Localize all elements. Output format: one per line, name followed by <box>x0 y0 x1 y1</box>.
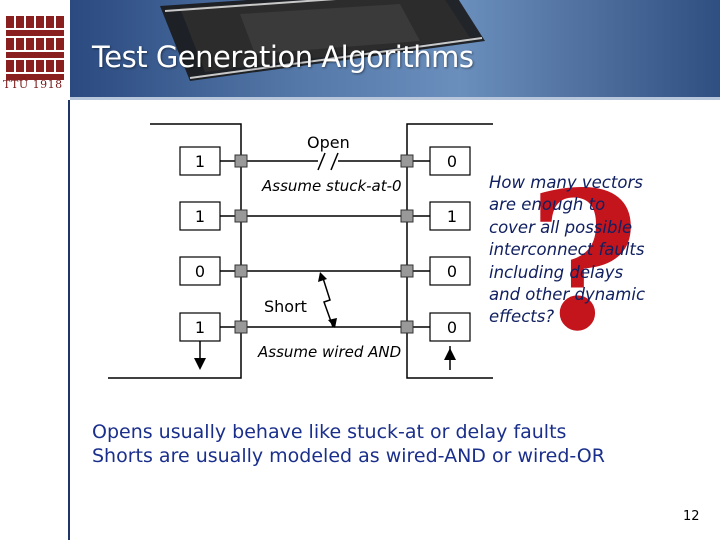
output-box-2 <box>429 201 471 231</box>
output-value-3: 0 <box>447 262 457 281</box>
short-bolt-arrow-tail <box>328 318 337 328</box>
output-value-4: 0 <box>447 318 457 337</box>
summary-line-opens: Opens usually behave like stuck-at or de… <box>92 421 567 443</box>
summary-line-shorts: Shorts are usually modeled as wired-AND … <box>92 445 605 467</box>
right-pad-2 <box>400 209 414 223</box>
short-assumption: Assume wired AND <box>257 343 401 361</box>
question-line: including delays <box>489 262 624 282</box>
right-pad-3 <box>400 264 414 278</box>
left-pad-3 <box>234 264 248 278</box>
open-break-mark <box>330 152 339 171</box>
question-line: are enough to <box>489 195 606 215</box>
left-chip-outline <box>108 123 242 379</box>
output-value-2: 1 <box>447 207 457 226</box>
question-line: How many vectors <box>489 173 643 192</box>
open-label: Open <box>307 133 350 152</box>
question-line: and other dynamic <box>489 285 646 305</box>
right-pad-1 <box>400 154 414 168</box>
sidebar-divider <box>68 100 70 540</box>
input-value-2: 1 <box>195 207 205 226</box>
left-pad-2 <box>234 209 248 223</box>
output-value-1: 0 <box>447 152 457 171</box>
input-value-4: 1 <box>195 318 205 337</box>
university-logo <box>6 16 64 80</box>
input-value-3: 0 <box>195 262 205 281</box>
header-banner <box>70 0 720 100</box>
open-assumption: Assume stuck-at-0 <box>261 177 402 195</box>
logo-text: TTÜ 1918 <box>3 78 63 91</box>
question-mark: ? <box>528 150 639 373</box>
left-pad-4 <box>234 320 248 334</box>
right-pad-4 <box>400 320 414 334</box>
chip-photo <box>160 0 485 81</box>
question-text: How many vectors are enough to cover all… <box>489 172 679 329</box>
output-arrow-icon <box>444 348 456 360</box>
open-break-mark <box>317 152 326 171</box>
summary-text: Opens usually behave like stuck-at or de… <box>92 420 605 468</box>
input-box-2 <box>179 201 221 231</box>
short-bolt-arrow-head <box>318 272 327 282</box>
slide-title: Test Generation Algorithms <box>92 40 474 74</box>
short-bolt <box>321 274 334 328</box>
output-box-1 <box>429 146 471 176</box>
sidebar: TTÜ 1918 <box>0 0 70 540</box>
input-box-1 <box>179 146 221 176</box>
output-box-3 <box>429 256 471 286</box>
header-rule <box>70 97 720 100</box>
page-number: 12 <box>683 509 700 524</box>
left-pad-1 <box>234 154 248 168</box>
short-label: Short <box>264 297 307 316</box>
input-arrow-icon <box>194 358 206 370</box>
input-box-4 <box>179 312 221 342</box>
output-box-4 <box>429 312 471 342</box>
question-line: effects? <box>489 307 555 327</box>
question-line: cover all possible <box>489 217 633 237</box>
question-line: interconnect faults <box>489 240 645 260</box>
right-chip-outline <box>406 123 493 379</box>
input-value-1: 1 <box>195 152 205 171</box>
input-box-3 <box>179 256 221 286</box>
